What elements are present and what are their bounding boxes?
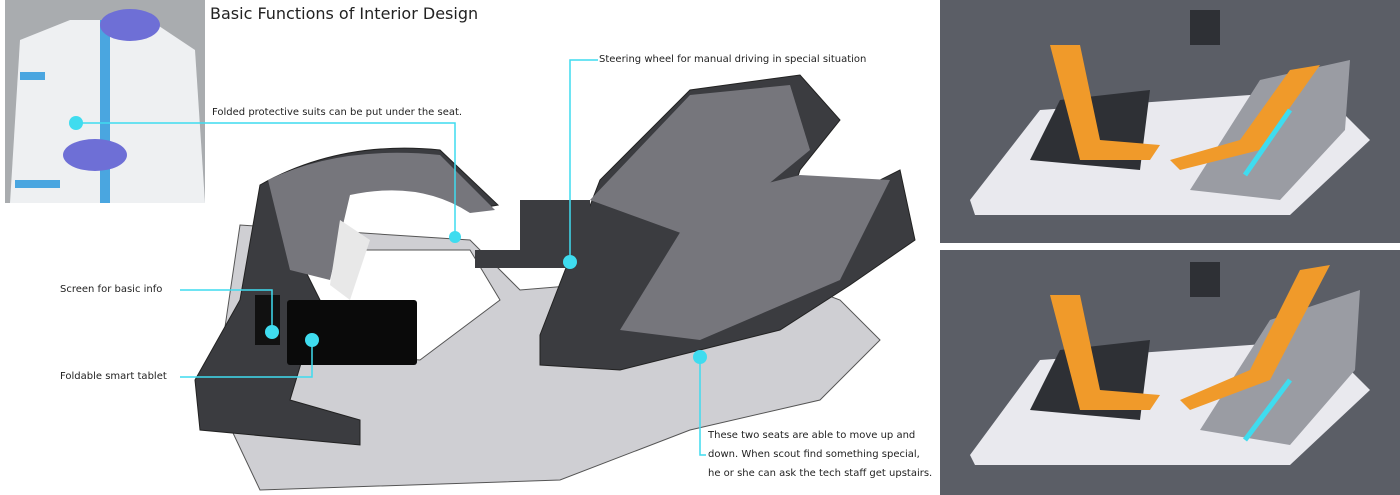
rear-seats — [475, 74, 916, 371]
callout-steering: Steering wheel for manual driving in spe… — [599, 54, 867, 65]
front-bench-seat — [194, 147, 500, 446]
protective-suit-photo — [5, 0, 205, 203]
callout-seats-line: he or she can ask the tech staff get ups… — [708, 468, 933, 479]
callout-tablet: Foldable smart tablet — [60, 371, 167, 382]
callout-lines — [76, 59, 706, 456]
callout-suits: Folded protective suits can be put under… — [212, 107, 463, 118]
callout-dots — [69, 116, 707, 364]
callout-seats-line: down. When scout find something special, — [708, 449, 920, 460]
callout-seats: These two seats are able to move up and … — [708, 426, 932, 483]
callout-seats-line: These two seats are able to move up and — [708, 430, 916, 441]
render-seats-down — [940, 0, 1400, 243]
render-seats-up — [940, 250, 1400, 495]
page-title: Basic Functions of Interior Design — [210, 4, 479, 23]
callout-screen: Screen for basic info — [60, 284, 163, 295]
